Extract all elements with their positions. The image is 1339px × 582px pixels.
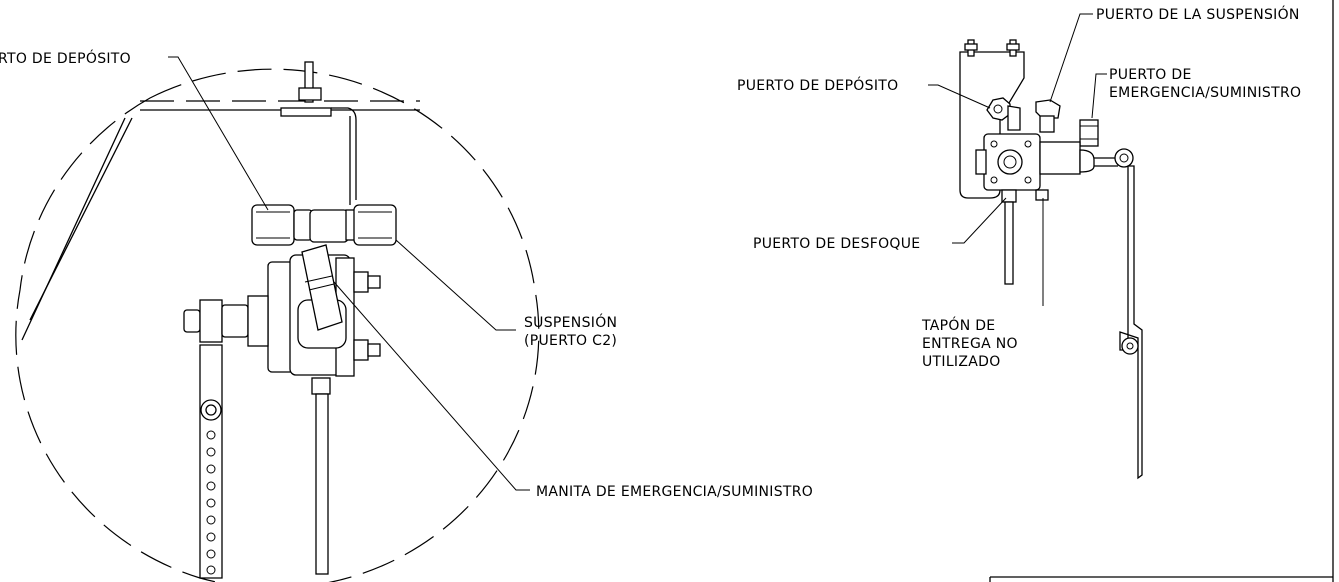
leader-exhaust-port — [952, 197, 1007, 244]
elbow-fitting — [309, 209, 349, 243]
label-deposit-port-left: RTO DE DEPÓSITO — [0, 49, 131, 67]
callout-line-left-upper — [21, 117, 126, 341]
emergency-port-fitting — [1079, 119, 1099, 147]
label-plug-line3: UTILIZADO — [922, 354, 1001, 370]
emergency-handle — [301, 244, 343, 331]
valve-body — [267, 244, 381, 575]
exhaust-tube-right — [1004, 201, 1014, 285]
leader-suspension — [395, 239, 516, 331]
label-suspension-port-left: (PUERTO C2) — [524, 333, 617, 349]
label-emergency-handle: MANITA DE EMERGENCIA/SUMINISTRO — [536, 484, 813, 500]
suspension-fitting — [1035, 99, 1061, 119]
callout-line-left-lower — [29, 117, 133, 321]
mounting-bracket — [331, 107, 357, 205]
leader-suspension-port — [1049, 13, 1093, 103]
detail-circle-outline — [15, 68, 540, 582]
label-exhaust-port: PUERTO DE DESFOQUE — [753, 236, 920, 252]
deposit-fitting — [986, 97, 1011, 121]
label-plug-line2: ENTREGA NO — [922, 336, 1018, 352]
label-plug-line1: TAPÓN DE — [921, 316, 995, 334]
fitting-row — [251, 204, 397, 246]
top-bolt — [280, 61, 332, 117]
label-emergency-port-line1: PUERTO DE — [1109, 67, 1192, 83]
label-suspension-left: SUSPENSIÓN — [524, 313, 617, 331]
leader-deposit-port-right — [928, 84, 991, 109]
leader-emergency-handle — [333, 281, 530, 491]
linkage-arm — [183, 295, 269, 579]
leader-emergency-port — [1091, 73, 1107, 119]
right-overview: PUERTO DE LA SUSPENSIÓN PUERTO DE DEPÓSI… — [737, 5, 1301, 480]
suspension-fitting-nut — [353, 204, 397, 246]
exhaust-tube — [315, 393, 329, 575]
label-deposit-port-right: PUERTO DE DEPÓSITO — [737, 76, 898, 94]
leader-deposit-port — [168, 56, 269, 211]
linkage-arm-right — [1119, 165, 1143, 480]
label-emergency-port-line2: EMERGENCIA/SUMINISTRO — [1109, 85, 1301, 101]
left-detail-view: RTO DE DEPÓSITO SUSPENSIÓN (PUERTO C2) M… — [0, 49, 813, 582]
reservoir-fitting-nut — [251, 204, 295, 246]
label-suspension-port: PUERTO DE LA SUSPENSIÓN — [1096, 5, 1300, 23]
